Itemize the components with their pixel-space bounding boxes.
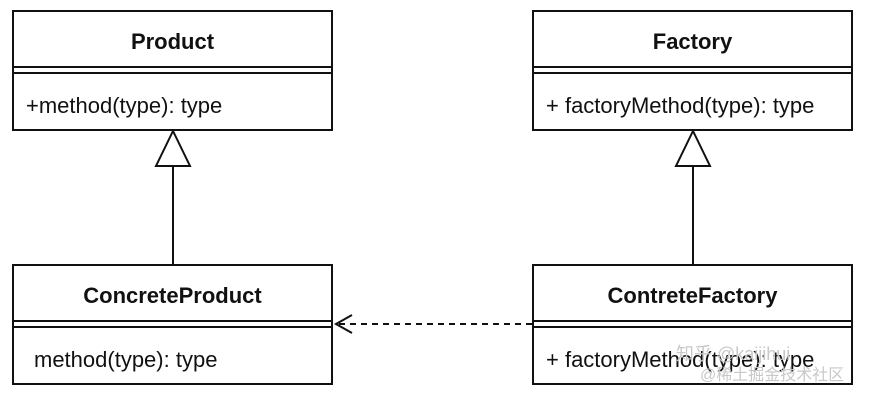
watermark-juejin: @稀土掘金技术社区 (700, 367, 845, 384)
class-name-concrete-factory: ContreteFactory (607, 283, 778, 308)
class-factory[interactable]: Factory + factoryMethod(type): type (532, 10, 853, 131)
compartment-divider (534, 326, 851, 328)
dependency-arrowhead (333, 314, 353, 334)
generalization-arrowhead-factory (674, 128, 712, 167)
class-concrete-factory[interactable]: ContreteFactory + factoryMethod(type): t… (532, 264, 853, 385)
compartment-divider (14, 326, 331, 328)
compartment-divider (534, 66, 851, 68)
method-product: +method(type): type (26, 93, 223, 118)
method-concrete-product: method(type): type (34, 347, 218, 372)
generalization-arrowhead-product (154, 128, 192, 167)
class-concrete-product[interactable]: ConcreteProduct method(type): type (12, 264, 333, 385)
class-name-factory: Factory (652, 29, 733, 54)
method-factory: + factoryMethod(type): type (546, 93, 815, 118)
class-name-product: Product (130, 29, 215, 54)
compartment-divider (534, 72, 851, 74)
compartment-divider (14, 66, 331, 68)
compartment-divider (14, 320, 331, 322)
compartment-divider (534, 320, 851, 322)
watermark-zhihu: 知乎 @kaijihui (676, 344, 791, 364)
class-product[interactable]: Product +method(type): type (12, 10, 333, 131)
compartment-divider (14, 72, 331, 74)
method-concrete-factory: + factoryMethod(type): type (546, 347, 815, 372)
class-name-concrete-product: ConcreteProduct (83, 283, 262, 308)
